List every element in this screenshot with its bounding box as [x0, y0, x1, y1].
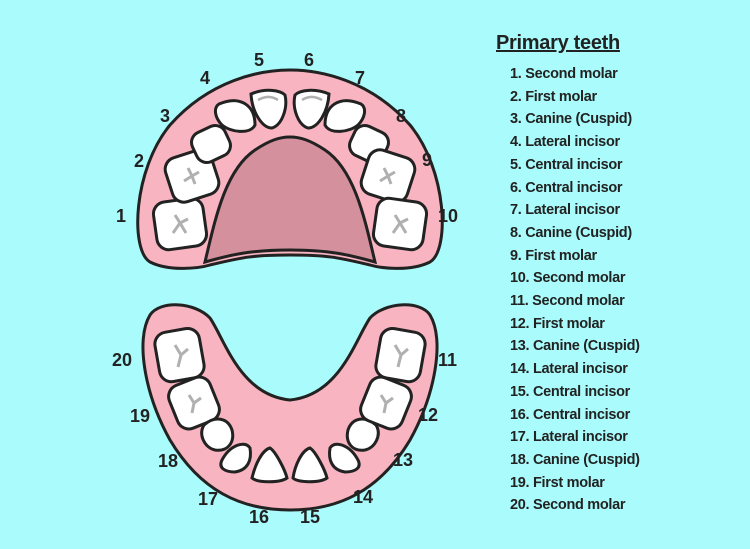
tooth-4: [213, 99, 257, 133]
palate: [202, 135, 378, 265]
legend-item: 9. First molar: [510, 247, 597, 264]
legend-item: 16. Central incisor: [510, 406, 631, 423]
label-20: 20: [112, 350, 132, 370]
tooth-15: [291, 446, 329, 484]
label-3: 3: [160, 106, 170, 126]
tooth-7: [323, 99, 367, 133]
tooth-3: [190, 124, 232, 164]
label-2: 2: [134, 151, 144, 171]
tooth-numbers: 1 2 3 4 5 6 7 8 9 10 11 12 13 14 15 16 1…: [112, 50, 458, 527]
label-7: 7: [355, 68, 365, 88]
label-19: 19: [130, 406, 150, 426]
legend-item: 11. Second molar: [510, 293, 625, 310]
label-13: 13: [393, 450, 413, 470]
label-12: 12: [418, 405, 438, 425]
label-16: 16: [249, 507, 269, 527]
legend-item: 17. Lateral incisor: [510, 429, 628, 446]
legend-item: 8. Canine (Cuspid): [510, 224, 632, 241]
tooth-16: [250, 446, 289, 484]
label-18: 18: [158, 451, 178, 471]
label-17: 17: [198, 489, 218, 509]
legend-item: 10. Second molar: [510, 270, 626, 287]
legend-item: 19. First molar: [510, 474, 605, 491]
lower-gum: [141, 303, 439, 512]
legend-item: 12. First molar: [510, 315, 605, 332]
legend-item: 6. Central incisor: [510, 179, 623, 196]
legend-title: Primary teeth: [496, 32, 620, 54]
legend-item: 13. Canine (Cuspid): [510, 338, 640, 355]
label-11: 11: [438, 350, 457, 370]
legend-item: 7. Lateral incisor: [510, 202, 620, 219]
tooth-13: [345, 417, 380, 452]
legend-item: 5. Central incisor: [510, 156, 623, 173]
label-9: 9: [422, 150, 432, 170]
legend-item: 14. Lateral incisor: [510, 361, 628, 378]
legend-item: 4. Lateral incisor: [510, 134, 620, 151]
legend-item: 18. Canine (Cuspid): [510, 451, 640, 468]
label-4: 4: [200, 68, 210, 88]
legend-item: 20. Second molar: [510, 497, 626, 514]
label-6: 6: [304, 50, 314, 70]
legend-item: 2. First molar: [510, 88, 597, 105]
label-5: 5: [254, 50, 264, 70]
legend: Primary teeth 1. Second molar 2. First m…: [478, 32, 738, 517]
label-15: 15: [300, 507, 320, 527]
label-10: 10: [438, 206, 458, 226]
lower-arch: [141, 303, 439, 512]
tooth-14: [328, 442, 361, 474]
label-8: 8: [396, 106, 406, 126]
upper-arch: [136, 68, 444, 270]
label-14: 14: [353, 487, 373, 507]
legend-list: 1. Second molar 2. First molar 3. Canine…: [478, 63, 738, 517]
legend-item: 3. Canine (Cuspid): [510, 111, 632, 128]
tooth-17: [219, 442, 252, 474]
label-1: 1: [116, 206, 126, 226]
legend-item: 15. Central incisor: [510, 383, 631, 400]
tooth-18: [200, 417, 235, 452]
legend-item: 1. Second molar: [510, 66, 618, 82]
